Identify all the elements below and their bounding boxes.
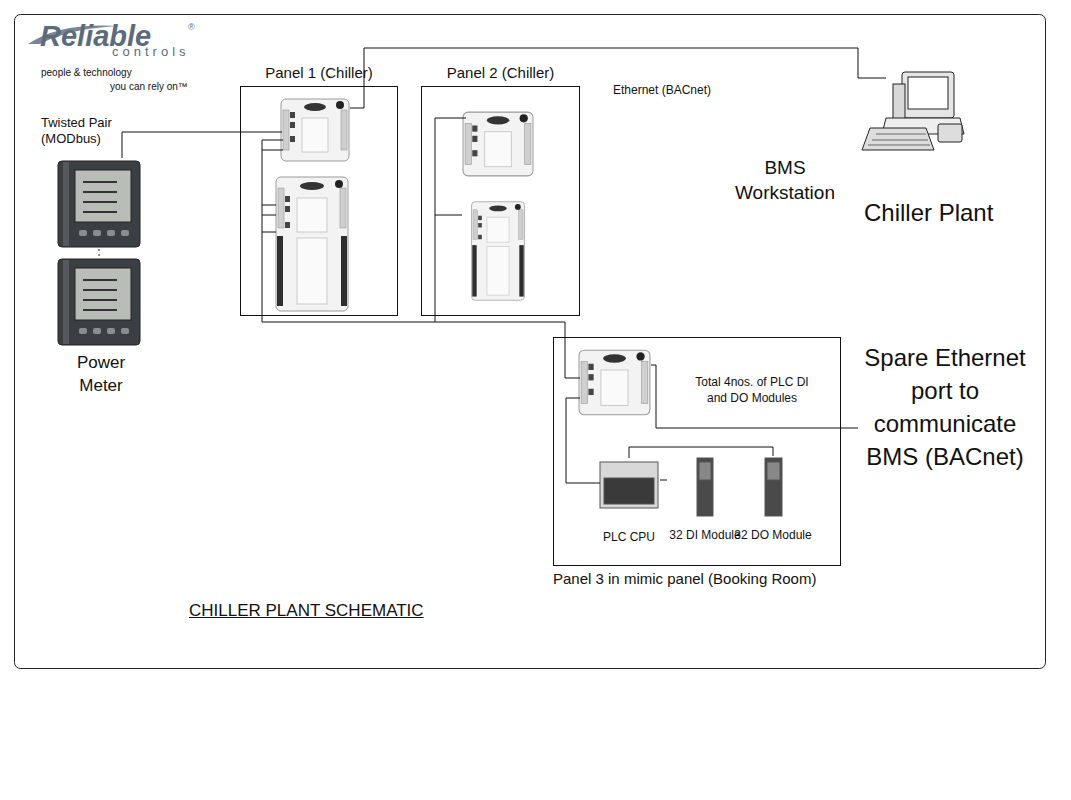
text-label: Spare Ethernet port to communicate BMS (… xyxy=(860,341,1030,473)
text-label: you can rely on™ xyxy=(110,81,188,92)
text-label: Twisted Pair (MODbus) xyxy=(41,115,121,147)
plc-module: PLC CPU xyxy=(598,458,660,545)
text-label: Ethernet (BACnet) xyxy=(613,83,711,97)
module-label: PLC CPU xyxy=(603,530,655,544)
module-label: 32 DO Module xyxy=(734,528,811,542)
text-label: people & technology xyxy=(41,67,132,78)
plc-module: 32 DO Module xyxy=(732,456,814,543)
panel-box: Panel 2 (Chiller) xyxy=(421,86,580,316)
module-wire xyxy=(629,447,773,458)
text-label: Total 4nos. of PLC DI and DO Modules xyxy=(684,374,820,406)
panel-box: Panel 3 in mimic panel (Booking Room)PLC… xyxy=(553,337,841,566)
module-wire xyxy=(660,480,667,481)
text-label: controls xyxy=(112,44,190,59)
panel-box: Panel 1 (Chiller) xyxy=(240,86,398,316)
text-label: Power Meter xyxy=(56,351,146,397)
panel-heading: Panel 1 (Chiller) xyxy=(241,64,397,81)
plc-module: 32 DI Module xyxy=(667,456,743,543)
text-label: Chiller Plant xyxy=(864,199,993,227)
diagram-title: CHILLER PLANT SCHEMATIC xyxy=(189,601,424,621)
module-label: 32 DI Module xyxy=(669,528,740,542)
text-label: ® xyxy=(188,22,195,32)
panel-heading: Panel 2 (Chiller) xyxy=(422,64,579,81)
text-label: BMS Workstation xyxy=(722,155,848,205)
panel-heading: Panel 3 in mimic panel (Booking Room) xyxy=(553,570,816,587)
